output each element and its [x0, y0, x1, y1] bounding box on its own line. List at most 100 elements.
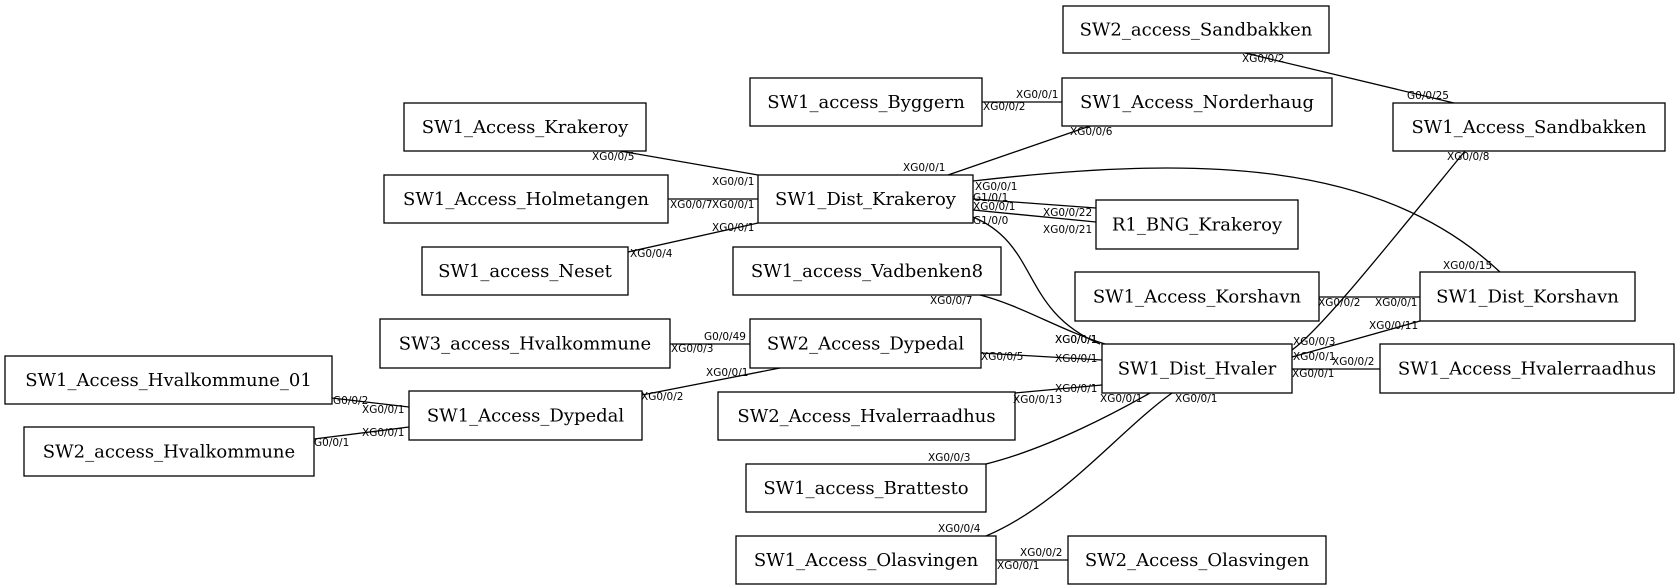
- port-label: XG0/0/2: [1242, 53, 1284, 65]
- port-label: XG0/0/2: [983, 101, 1025, 113]
- port-label: XG0/0/1: [1375, 297, 1417, 309]
- node-label: SW1_Dist_Hvaler: [1118, 359, 1277, 380]
- node-sw1-access-olasvingen[interactable]: SW1_Access_Olasvingen: [735, 535, 997, 585]
- port-label: G0/0/1: [314, 437, 349, 449]
- node-box: [1074, 271, 1320, 322]
- node-sw1-dist-hvaler[interactable]: SW1_Dist_Hvaler: [1101, 343, 1293, 394]
- node-sw2-access-hvalerraadhus[interactable]: SW2_Access_Hvalerraadhus: [717, 391, 1016, 441]
- node-label: SW1_access_Vadbenken8: [751, 261, 983, 282]
- edge-sw2_access_hvalkommune-to-sw1_access_dypedal: [313, 426, 410, 440]
- port-label: XG0/0/15: [1443, 260, 1492, 272]
- edge-sw1_access_hvalkommune_01-to-sw1_access_dypedal: [331, 397, 410, 408]
- port-label: XG0/0/1: [973, 201, 1015, 213]
- node-box: [23, 426, 315, 477]
- node-sw1-access-sandbakken[interactable]: SW1_Access_Sandbakken: [1392, 102, 1666, 152]
- port-label: G0/0/25: [1407, 90, 1449, 102]
- node-label: SW1_Dist_Korshavn: [1436, 287, 1619, 308]
- port-label: XG0/0/1: [362, 427, 404, 439]
- port-label: XG0/0/1: [1016, 89, 1058, 101]
- node-box: [1095, 199, 1299, 250]
- edge-sw1_access_krakeroy-to-sw1_dist_krakeroy: [619, 150, 759, 176]
- port-label: XG0/0/2: [1020, 547, 1062, 559]
- node-box: [757, 174, 974, 224]
- node-box: [379, 318, 671, 369]
- node-label: SW1_Access_Olasvingen: [754, 550, 979, 571]
- node-box: [408, 390, 643, 441]
- node-box: [383, 174, 669, 224]
- node-sw1-access-dypedal[interactable]: SW1_Access_Dypedal: [408, 390, 643, 441]
- node-sw2-access-olasvingen[interactable]: SW2_Access_Olasvingen: [1067, 535, 1327, 585]
- node-label: SW1_Access_Sandbakken: [1411, 117, 1646, 138]
- port-label: XG0/0/22: [1043, 207, 1092, 219]
- port-label: XG0/0/1: [712, 176, 754, 188]
- node-sw2-access-hvalkommune[interactable]: SW2_access_Hvalkommune: [23, 426, 315, 477]
- port-label: XG0/0/1: [712, 222, 754, 234]
- node-sw1-dist-krakeroy[interactable]: SW1_Dist_Krakeroy: [757, 174, 974, 224]
- port-label: XG0/0/1: [1055, 383, 1097, 395]
- node-label: SW2_Access_Dypedal: [767, 334, 965, 355]
- edge-sw1_dist_krakeroy-to-sw1_dist_korshavn: [972, 167, 1501, 273]
- node-label: SW1_access_Neset: [438, 261, 613, 282]
- node-box: [421, 246, 629, 296]
- node-sw2-access-dypedal[interactable]: SW2_Access_Dypedal: [749, 318, 982, 369]
- port-label: XG0/0/13: [1013, 394, 1062, 406]
- port-label: XG0/0/5: [592, 151, 634, 163]
- node-sw1-access-brattesto[interactable]: SW1_access_Brattesto: [745, 463, 987, 513]
- node-label: SW1_Access_Korshavn: [1093, 287, 1302, 308]
- node-box: [1061, 77, 1333, 127]
- node-sw1-access-vadbenken8[interactable]: SW1_access_Vadbenken8: [732, 246, 1002, 296]
- port-label: XG0/0/1: [1100, 393, 1142, 405]
- port-label: XG0/0/3: [671, 343, 713, 355]
- node-box: [1379, 343, 1675, 394]
- node-label: SW1_Access_Holmetangen: [403, 189, 649, 210]
- node-sw1-access-hvalkommune-01[interactable]: SW1_Access_Hvalkommune_01: [4, 355, 333, 405]
- node-box: [1101, 343, 1293, 394]
- port-label: XG0/0/11: [1369, 320, 1418, 332]
- port-label: XG0/0/3: [928, 452, 970, 464]
- edge-sw1_access_vadbenken8-to-sw1_dist_hvaler: [979, 294, 1106, 345]
- node-label: SW1_Access_Norderhaug: [1080, 92, 1314, 113]
- node-label: SW2_Access_Olasvingen: [1085, 550, 1310, 571]
- node-r1-bng-krakeroy[interactable]: R1_BNG_Krakeroy: [1095, 199, 1299, 250]
- port-label: XG0/0/1: [1055, 334, 1097, 346]
- port-label: XG0/0/2: [641, 391, 683, 403]
- port-label: XG0/0/7: [930, 295, 972, 307]
- edge-sw1_access_olasvingen-to-sw1_dist_hvaler: [985, 392, 1173, 537]
- node-box: [745, 463, 987, 513]
- node-sw1-dist-korshavn[interactable]: SW1_Dist_Korshavn: [1419, 271, 1636, 322]
- edge-sw2_access_hvalerraadhus-to-sw1_dist_hvaler: [1014, 384, 1103, 394]
- node-sw1-access-neset[interactable]: SW1_access_Neset: [421, 246, 629, 296]
- node-label: SW1_Dist_Krakeroy: [775, 189, 957, 210]
- edge-sw1_dist_hvaler-to-sw1_access_sandbakken: [1291, 150, 1466, 351]
- node-sw3-access-hvalkommune[interactable]: SW3_access_Hvalkommune: [379, 318, 671, 369]
- port-label: XG0/0/1: [1293, 351, 1335, 363]
- node-sw1-access-krakeroy[interactable]: SW1_Access_Krakeroy: [403, 102, 647, 152]
- port-label: XG0/0/4: [938, 523, 981, 535]
- node-label: SW3_access_Hvalkommune: [399, 334, 651, 355]
- node-box: [4, 355, 333, 405]
- port-label: XG0/0/5: [981, 351, 1023, 363]
- node-sw1-access-hvalerraadhus[interactable]: SW1_Access_Hvalerraadhus: [1379, 343, 1675, 394]
- node-box: [732, 246, 1002, 296]
- port-label: XG0/0/1: [712, 199, 754, 211]
- node-label: SW2_access_Hvalkommune: [43, 442, 295, 463]
- port-label: XG0/0/2: [1332, 356, 1374, 368]
- node-sw1-access-byggern[interactable]: SW1_access_Byggern: [749, 77, 983, 127]
- node-label: SW1_access_Brattesto: [763, 478, 968, 499]
- node-sw1-access-korshavn[interactable]: SW1_Access_Korshavn: [1074, 271, 1320, 322]
- edges-layer: [313, 52, 1501, 561]
- edge-sw1_dist_hvaler-to-sw1_dist_korshavn: [1291, 320, 1421, 358]
- node-box: [403, 102, 647, 152]
- node-box: [1062, 5, 1330, 54]
- node-sw1-access-norderhaug[interactable]: SW1_Access_Norderhaug: [1061, 77, 1333, 127]
- node-label: SW2_Access_Hvalerraadhus: [737, 406, 995, 427]
- node-sw1-access-holmetangen[interactable]: SW1_Access_Holmetangen: [383, 174, 669, 224]
- node-sw2-access-sandbakken[interactable]: SW2_access_Sandbakken: [1062, 5, 1330, 54]
- port-label: XG0/0/6: [1070, 126, 1113, 138]
- port-label: XG0/0/3: [1293, 336, 1335, 348]
- port-label: G0/0/49: [704, 331, 746, 343]
- port-label: XG0/0/1: [1292, 368, 1334, 380]
- port-label: XG0/0/8: [1447, 151, 1489, 163]
